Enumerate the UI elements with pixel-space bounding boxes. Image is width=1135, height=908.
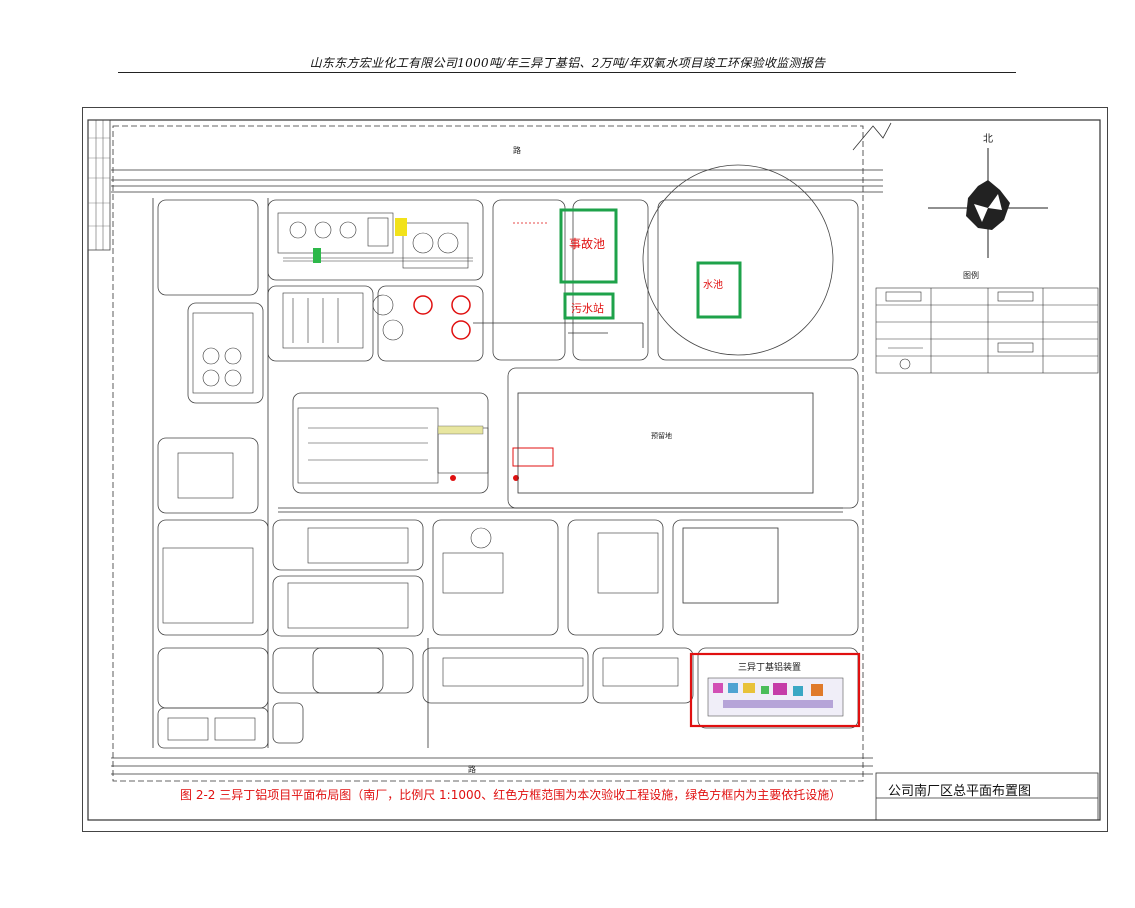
green-marker [313,248,321,263]
range-circle [642,164,834,356]
break-line [852,122,892,151]
legend-title: 图例 [963,270,979,280]
index-strip [87,119,111,251]
equipment-cluster-b [282,292,404,349]
header-rule [118,72,1016,73]
south-road [111,757,873,775]
equipment-cluster-a [277,212,473,269]
drawing-title: 公司南厂区总平面布置图 [888,784,1032,799]
legend-table [875,287,1099,374]
compass-north-label: 北 [983,133,993,145]
sewage-station-label: 污水站 [571,301,604,315]
reserved-land [517,392,814,494]
report-header: 山东东方宏业化工有限公司1000吨/年三异丁基铝、2万吨/年双氧水项目竣工环保验… [309,56,826,70]
red-circles [413,295,471,340]
accident-pool-box [559,208,618,284]
fire-pool-label: 水池 [703,278,723,291]
tiba-unit-color-marks [713,683,833,708]
tiba-unit-box [689,652,861,728]
accident-pool-label: 事故池 [569,236,605,251]
reserved-land-label: 预留地 [651,431,672,440]
site-plan-sheet: 路 路 [82,107,1108,832]
fire-pool-box [696,261,742,319]
yellow-marker [395,218,407,236]
tiba-unit-label: 三异丁基铝装置 [738,661,801,673]
index-strip-rows [88,137,110,227]
sewage-station-box [563,292,615,320]
compass-rose [928,148,1048,258]
title-block-frame [875,772,1099,821]
south-road-label: 路 [468,764,476,774]
north-road-label: 路 [513,145,521,155]
equipment-cluster-c [162,312,256,741]
drawing-border [87,119,1101,821]
plant-boundary [112,125,864,782]
warehouse-strip [442,657,679,687]
north-road [111,169,883,193]
equipment-cluster-d [287,407,659,629]
pipelines [152,198,843,748]
figure-caption: 图 2-2 三异丁铝项目平面布局图（南厂，比例尺 1:1000、红色方框范围为本… [180,788,842,802]
site-plan-drawing: 路 路 [87,119,1101,821]
